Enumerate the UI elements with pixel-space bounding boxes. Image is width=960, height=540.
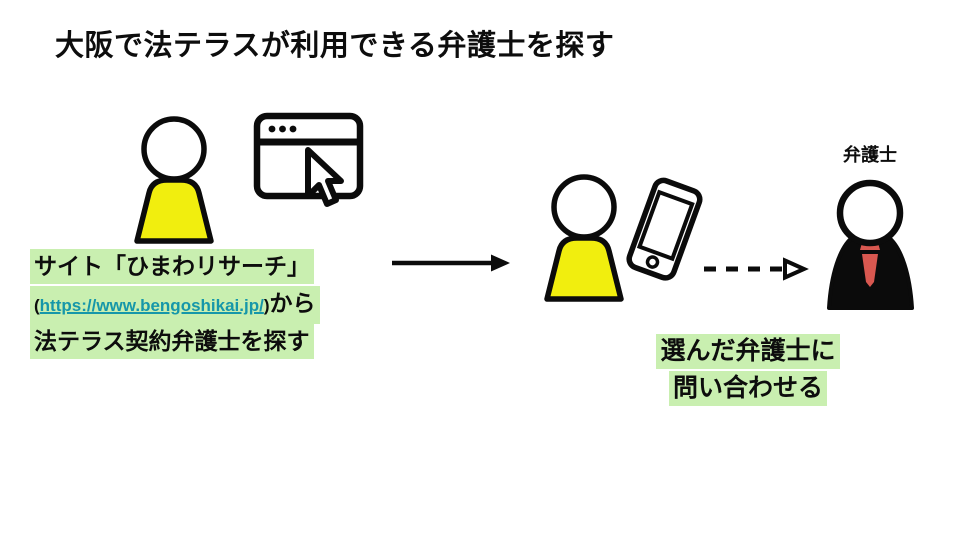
person-head <box>551 174 617 240</box>
step1-caption-line2: (https://www.bengoshikai.jp/)から <box>30 286 320 324</box>
close-paren: ) <box>263 296 270 315</box>
person-body <box>544 235 624 302</box>
step1-caption: サイト「ひまわリサーチ」 (https://www.bengoshikai.jp… <box>30 249 320 361</box>
cursor-icon <box>305 147 344 207</box>
person-body <box>134 177 214 244</box>
lawyer-tie <box>862 254 878 287</box>
step2-caption: 選んだ弁護士に 問い合わせる <box>628 334 868 408</box>
person-icon <box>134 116 214 244</box>
dashed-arrow-head <box>783 257 809 281</box>
browser-dot <box>289 125 297 133</box>
step1-caption-line1: サイト「ひまわリサーチ」 <box>30 249 314 284</box>
step2-caption-line1: 選んだ弁護士に <box>656 334 840 369</box>
arrow-right-icon <box>392 254 510 272</box>
browser-dot <box>279 125 286 133</box>
step1-caption-suffix: から <box>269 290 316 316</box>
browser-window-cursor-icon <box>253 112 364 207</box>
open-paren: ( <box>34 296 40 315</box>
arrow-head <box>491 254 510 272</box>
smartphone-icon <box>626 177 703 281</box>
phone-home-button <box>645 255 660 269</box>
dashed-arrow-right-icon <box>704 257 809 281</box>
step1-caption-line3: 法テラス契約弁護士を探す <box>30 324 314 359</box>
step2-caption-line2: 問い合わせる <box>668 371 827 406</box>
browser-dot <box>268 125 276 133</box>
lawyer-label: 弁護士 <box>843 145 897 165</box>
page-title: 大阪で法テラスが利用できる弁護士を探す <box>55 30 615 62</box>
person-head <box>141 116 207 182</box>
phone-screen <box>636 189 695 262</box>
lawyer-person-icon <box>827 179 914 310</box>
lawyer-head <box>836 179 904 247</box>
bengoshikai-link[interactable]: https://www.bengoshikai.jp/ <box>39 296 264 315</box>
person-icon <box>544 174 624 302</box>
